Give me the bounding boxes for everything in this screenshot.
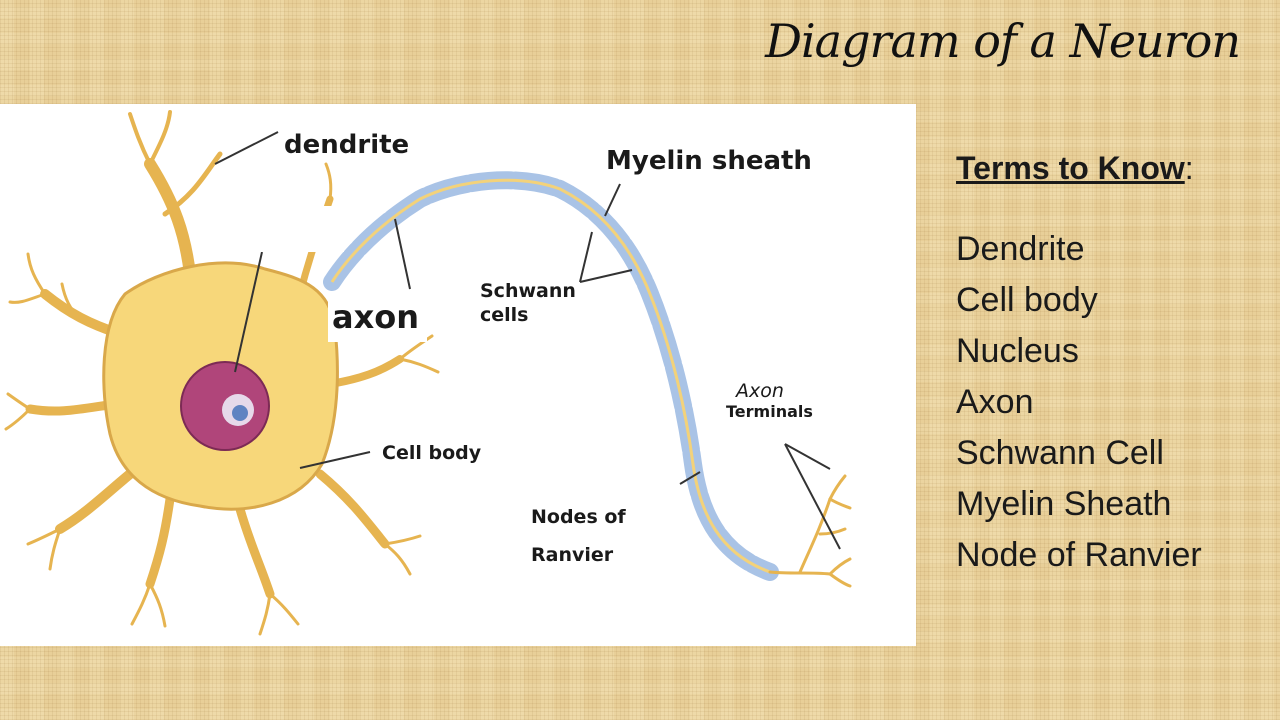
axon-terminals	[768, 474, 852, 588]
label-nodes-of-ranvier-line1: Nodes of	[520, 504, 638, 529]
term-item: Dendrite	[956, 230, 1085, 268]
terms-heading: Terms to Know:	[956, 150, 1202, 187]
neuron-diagram: dendrite Myelin sheath axon Schwann cell…	[0, 104, 916, 646]
label-axon-terminals-line2: Terminals	[726, 402, 813, 421]
axon-core	[330, 178, 771, 574]
label-myelin-sheath: Myelin sheath	[600, 146, 818, 178]
label-schwann-cells: Schwann cells	[480, 280, 576, 326]
terms-panel: Terms to Know: Dendrite Cell body Nucleu…	[956, 150, 1202, 581]
label-dendrite: dendrite	[284, 130, 410, 160]
term-item: Axon	[956, 383, 1034, 421]
term-item: Nucleus	[956, 332, 1079, 370]
label-axon-terminals-line1: Axon	[736, 380, 784, 402]
term-item: Myelin Sheath	[956, 485, 1172, 523]
label-cell-body: Cell body	[376, 438, 488, 469]
label-nodes-of-ranvier-line2: Ranvier	[520, 544, 625, 567]
term-item: Node of Ranvier	[956, 536, 1202, 574]
pointer-lines	[214, 131, 841, 550]
slide-title: Diagram of a Neuron	[765, 14, 1241, 68]
term-item: Schwann Cell	[956, 434, 1164, 472]
terms-heading-colon: :	[1184, 150, 1194, 186]
term-item: Cell body	[956, 281, 1098, 319]
neuron-illustration	[4, 110, 852, 636]
terms-heading-text: Terms to Know	[956, 150, 1185, 186]
terms-list: Dendrite Cell body Nucleus Axon Schwann …	[956, 224, 1202, 581]
label-axon: axon	[328, 294, 427, 343]
